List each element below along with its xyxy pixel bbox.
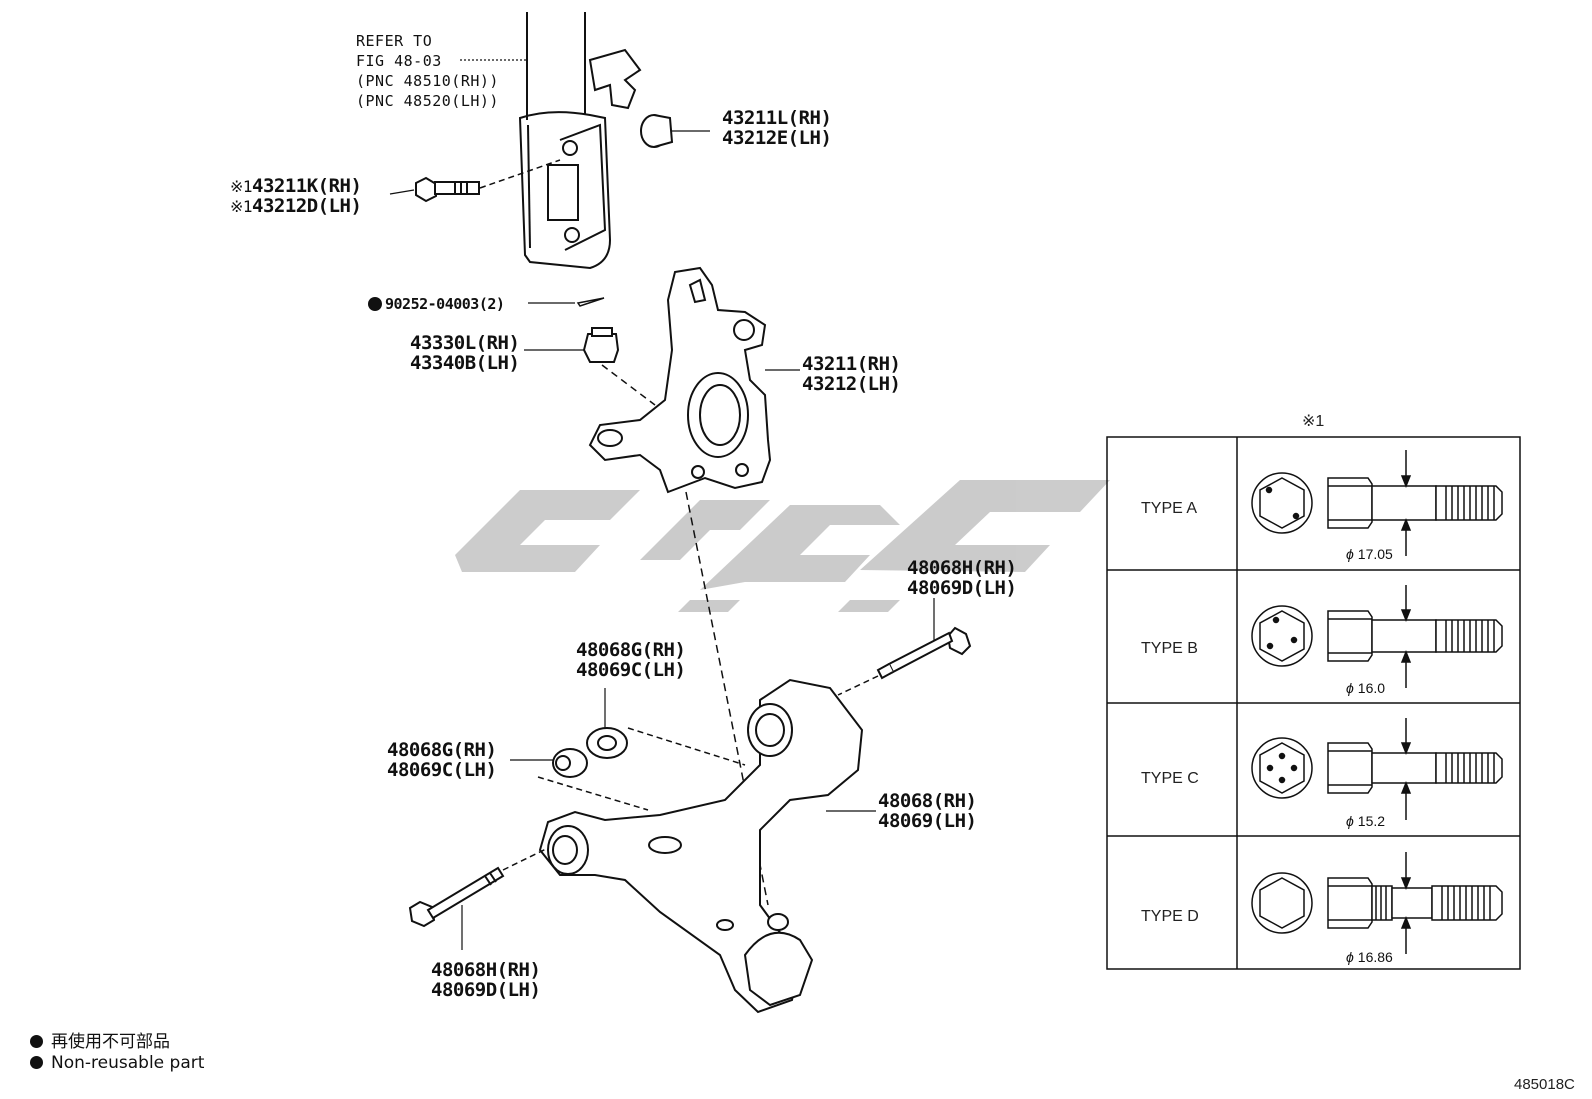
part-label-43330l: 43330L(RH)	[410, 332, 520, 354]
diameter-value: 15.2	[1357, 813, 1386, 829]
leader-dashed	[601, 364, 656, 406]
mark-1: ※1	[230, 177, 253, 196]
washer-48068g-lower	[552, 748, 588, 778]
type-c-bolt-drawing	[1251, 718, 1503, 820]
bolt-48068h-front	[408, 866, 505, 928]
part-label-48069c-upper: 48069C(LH)	[576, 659, 686, 681]
lower-control-arm	[538, 678, 864, 1014]
part-label-48069d-front: 48069D(LH)	[431, 979, 541, 1001]
washer-48068g-upper	[586, 727, 628, 759]
legend-jp: 再使用不可部品	[30, 1027, 170, 1052]
part-number: 43211K(RH)	[252, 175, 362, 197]
part-label-43211l: 43211L(RH)	[722, 107, 832, 129]
part-label-90252: 90252-04003(2)	[368, 294, 505, 314]
part-label-48068h-front: 48068H(RH)	[431, 959, 541, 981]
diameter-symbol: ϕ	[1346, 813, 1354, 829]
type-b-label: TYPE B	[1141, 640, 1198, 657]
castle-nut-43330l	[582, 327, 620, 363]
diameter-symbol: ϕ	[1346, 949, 1354, 965]
diameter-value: 16.86	[1357, 949, 1393, 965]
part-number: 43212D(LH)	[252, 195, 362, 217]
mark-1: ※1	[230, 197, 253, 216]
diameter-symbol: ϕ	[1346, 546, 1354, 562]
part-label-43212: 43212(LH)	[802, 373, 901, 395]
leader-dashed	[537, 776, 649, 811]
diameter-value: 16.0	[1357, 680, 1386, 696]
leader-line	[389, 189, 415, 195]
part-label-48069d-rear: 48069D(LH)	[907, 577, 1017, 599]
strut-assembly	[518, 12, 642, 270]
part-label-43212e: 43212E(LH)	[722, 127, 832, 149]
part-label-48069c-lower: 48069C(LH)	[387, 759, 497, 781]
part-label-43211k: ※143211K(RH)	[230, 175, 362, 197]
type-d-label: TYPE D	[1141, 908, 1199, 925]
legend-text-jp: 再使用不可部品	[51, 1032, 170, 1052]
type-a-label: TYPE A	[1141, 500, 1198, 517]
cotter-pin-shape	[576, 297, 605, 307]
part-label-43340b: 43340B(LH)	[410, 352, 520, 374]
refer-to-line-2: FIG 48-03	[356, 52, 442, 70]
legend-en: Non-reusable part	[30, 1053, 204, 1073]
non-reusable-dot-icon	[30, 1035, 43, 1048]
leader-dashed	[685, 491, 769, 906]
diameter-value: 17.05	[1357, 546, 1393, 562]
leader-dashed	[837, 675, 879, 696]
leader-dashed	[502, 847, 549, 871]
leader-dashed	[627, 727, 746, 766]
watermark-logo	[455, 480, 1110, 612]
part-label-48068g-lower: 48068G(RH)	[387, 739, 497, 761]
bolt-43211k	[415, 176, 480, 203]
leader-dashed	[479, 159, 561, 189]
refer-to-line-4: (PNC 48520(LH))	[356, 92, 499, 110]
type-b-bolt-drawing	[1251, 585, 1503, 688]
part-label-48068h-rear: 48068H(RH)	[907, 557, 1017, 579]
legend-text-en: Non-reusable part	[51, 1053, 205, 1073]
refer-to-line-1: REFER TO	[356, 32, 433, 50]
part-label-48068: 48068(RH)	[878, 790, 977, 812]
part-label-48069: 48069(LH)	[878, 810, 977, 832]
type-a-bolt-drawing	[1251, 450, 1503, 556]
part-label-48068g-upper: 48068G(RH)	[576, 639, 686, 661]
part-label-43212d: ※143212D(LH)	[230, 195, 362, 217]
non-reusable-dot-icon	[368, 297, 382, 311]
bolt-48068h-rear	[876, 626, 972, 680]
part-number: 90252-04003(2)	[385, 295, 505, 313]
type-c-label: TYPE C	[1141, 770, 1199, 787]
type-table-grid	[1106, 436, 1521, 970]
type-table-title: ※1	[1302, 413, 1325, 430]
non-reusable-dot-icon	[30, 1056, 43, 1069]
diameter-symbol: ϕ	[1346, 680, 1354, 696]
refer-to-line-3: (PNC 48510(RH))	[356, 72, 499, 90]
type-d-bolt-drawing	[1251, 852, 1503, 954]
steering-knuckle	[588, 266, 772, 494]
nut-43211l	[640, 114, 674, 148]
figure-code: 485018C	[1514, 1076, 1575, 1093]
part-label-43211: 43211(RH)	[802, 353, 901, 375]
